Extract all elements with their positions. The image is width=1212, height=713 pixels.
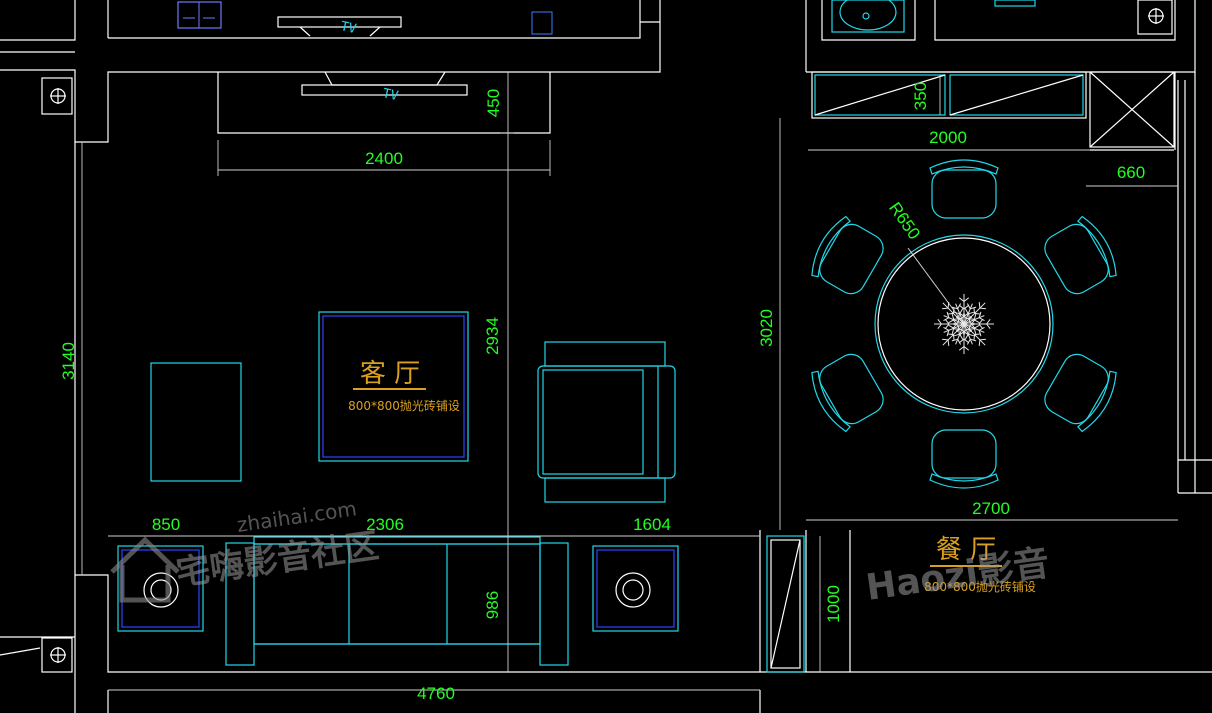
tv-label-top: TV bbox=[339, 19, 358, 37]
living-floor-spec: 800*800抛光砖铺设 bbox=[348, 398, 460, 413]
dim-table-radius: R650 bbox=[885, 199, 924, 243]
dining-room-name: 餐 厅 bbox=[936, 535, 996, 565]
tv-cabinet bbox=[217, 71, 551, 134]
dim-side-table-right: 1604 bbox=[633, 515, 671, 534]
dim-cabinet-width: 2000 bbox=[929, 128, 967, 147]
dim-side-table-left: 850 bbox=[152, 515, 180, 534]
watermark: zhaihai.com 宅嗨影音社区 Haozi影音 bbox=[110, 496, 1052, 609]
dimension-lines bbox=[81, 72, 1178, 691]
coffee-table bbox=[150, 362, 242, 482]
tv-label-bottom: TV bbox=[381, 86, 400, 104]
plant-centerpiece bbox=[934, 294, 994, 354]
fridge bbox=[1089, 71, 1175, 151]
living-room-name: 客 厅 bbox=[360, 359, 420, 389]
shoe-cabinet bbox=[766, 535, 805, 673]
dim-dining-height: 3020 bbox=[757, 309, 776, 347]
dim-tv-depth: 450 bbox=[484, 89, 503, 117]
dimension-labels: 2400 450 3140 2934 986 850 2306 1604 476… bbox=[59, 82, 1145, 703]
living-rug bbox=[318, 311, 469, 462]
dining-chair bbox=[1044, 353, 1117, 433]
top-room-fixtures bbox=[177, 0, 1036, 37]
dining-chair bbox=[929, 429, 999, 489]
dining-chair bbox=[811, 215, 884, 295]
dining-chairs bbox=[811, 159, 1117, 489]
dim-shoe-cabinet: 1000 bbox=[824, 585, 843, 623]
dining-chair bbox=[929, 159, 999, 219]
house-logo-icon bbox=[110, 536, 180, 603]
dim-total-width: 4760 bbox=[417, 684, 455, 703]
dining-chair bbox=[1044, 215, 1117, 295]
dim-tv-width: 2400 bbox=[365, 149, 403, 168]
dim-sofa-width: 2306 bbox=[366, 515, 404, 534]
dim-living-depth: 2934 bbox=[483, 317, 502, 355]
armchair bbox=[537, 341, 676, 503]
living-room-label: 客 厅 800*800抛光砖铺设 bbox=[348, 359, 460, 413]
dining-floor-spec: 800*800抛光砖铺设 bbox=[924, 579, 1036, 594]
dining-chair bbox=[811, 353, 884, 433]
dining-room-label: 餐 厅 800*800抛光砖铺设 bbox=[924, 535, 1036, 594]
dim-living-height: 3140 bbox=[59, 342, 78, 380]
dim-sofa-depth: 986 bbox=[483, 591, 502, 619]
electric-outlet-icons bbox=[0, 0, 1173, 673]
side-table-lamp-right bbox=[592, 545, 679, 632]
dim-dining-width: 2700 bbox=[972, 499, 1010, 518]
dim-cabinet-depth: 350 bbox=[911, 82, 930, 110]
sofa bbox=[225, 536, 569, 666]
sideboard-cabinet bbox=[811, 71, 1087, 119]
dim-fridge-width: 660 bbox=[1117, 163, 1145, 182]
dining-table bbox=[874, 234, 1054, 414]
